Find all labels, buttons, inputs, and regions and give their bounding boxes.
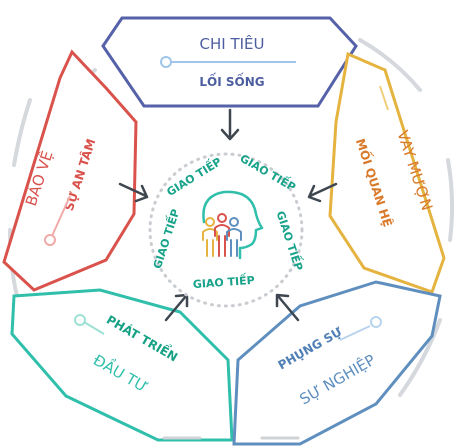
segment-bottom-left-dot xyxy=(74,314,86,326)
segment-top-subtitle: LỐI SỐNG xyxy=(199,72,264,89)
outer-arc-left-upper xyxy=(12,98,32,167)
segment-right: VAY MƯỢN MỐI QUAN HỆ xyxy=(328,51,446,294)
segment-top-title: CHI TIÊU xyxy=(200,34,265,53)
center-hub: GIAO TIẾP GIAO TIẾP GIAO TIẾP GIAO TIẾP … xyxy=(148,150,307,308)
outer-arc-top-right xyxy=(358,38,422,92)
segment-left: BẢO VỆ SỰ AN TÂM xyxy=(2,49,138,292)
arrow-top xyxy=(220,108,240,141)
segment-left-line xyxy=(51,195,71,237)
outer-arc-right xyxy=(446,158,455,242)
segment-bottom-right-line xyxy=(339,325,371,341)
segment-bottom-right: PHỤNG SỰ SỰ NGHIỆP xyxy=(232,280,442,446)
segment-right-line xyxy=(379,85,389,111)
arrows xyxy=(118,108,338,322)
arrow-left xyxy=(118,182,149,203)
segment-bottom-left-line xyxy=(83,321,105,335)
segment-left-dot xyxy=(44,234,56,246)
segment-left-shape xyxy=(2,49,138,292)
segment-bottom-left-shape xyxy=(10,288,234,442)
segment-top-dot xyxy=(160,56,172,68)
segment-bottom-right-shape xyxy=(232,280,442,446)
arrow-right xyxy=(307,182,338,203)
segment-right-shape xyxy=(328,51,446,294)
arrow-bottom-right xyxy=(275,293,300,322)
head-with-people-icon xyxy=(202,190,264,260)
segment-bottom-right-dot xyxy=(370,316,382,328)
ring-label-4: GIAO TIẾP xyxy=(192,272,255,291)
segment-top: CHI TIÊU LỐI SỐNG xyxy=(101,16,358,108)
center-dotted-ring xyxy=(148,152,304,308)
segment-bottom-left: PHÁT TRIỂN ĐẦU TƯ xyxy=(10,288,234,442)
outer-arc-bottom-right xyxy=(398,318,442,397)
